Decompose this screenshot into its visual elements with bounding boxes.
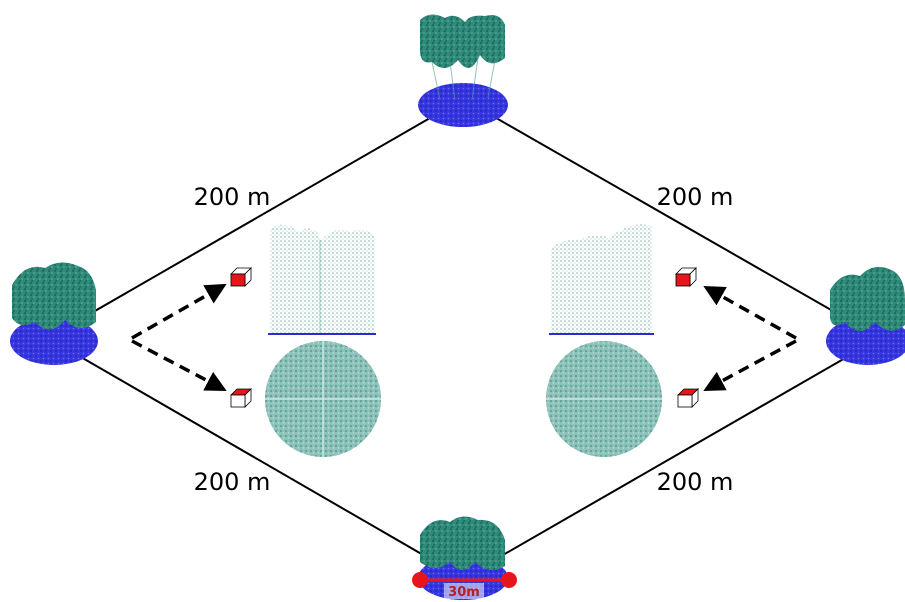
point-cloud-plot-right [826,266,905,365]
detail-top-view-right [546,341,662,457]
distance-label-top-left: 200 m [194,183,271,211]
dashed-arrow-icon-right-down [703,339,797,391]
detail-side-view-left [268,224,376,335]
plot-diamond-outline [47,98,881,579]
scale-bar: 30m [412,572,517,600]
distance-label-bottom-right: 200 m [657,468,734,496]
point-cloud-plot-top [418,14,508,127]
scale-marker-right [501,572,517,588]
distance-label-top-right: 200 m [657,183,734,211]
voxel-cube-icon-left-bottom [230,388,252,408]
dashed-arrow-icon-right-up [703,285,797,340]
point-cloud-plot-bottom [418,516,508,600]
scale-bar-label: 30m [448,585,480,600]
voxel-cube-icon-right-top [675,267,697,287]
dashed-arrow-icon-left-down [131,339,227,391]
detail-side-view-right [549,224,654,335]
detail-top-view-left [265,341,381,457]
point-cloud-plot-left [10,262,98,365]
distance-label-bottom-left: 200 m [194,468,271,496]
voxel-cube-icon-left-top [230,267,252,287]
voxel-cube-icon-right-bottom [677,388,699,408]
scale-marker-left [412,572,428,588]
dashed-arrow-icon-left-up [131,283,227,340]
